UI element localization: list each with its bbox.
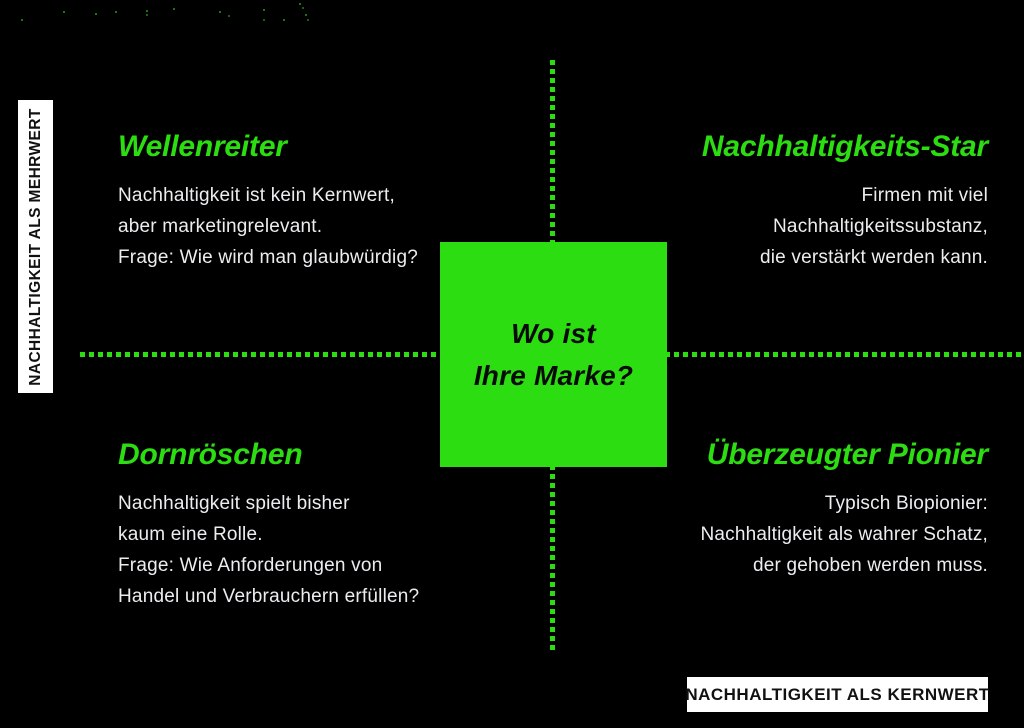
description-line: aber marketingrelevant. [118, 216, 323, 237]
quadrant-title: Überzeugter Pionier [706, 438, 988, 471]
quadrant-description: Typisch Biopionier: Nachhaltigkeit als w… [700, 488, 988, 581]
description-line: der gehoben werden muss. [752, 555, 988, 576]
quadrant-dornroeschen: Dornröschen Nachhaltigkeit spielt bisher… [118, 438, 419, 612]
quadrant-description: Nachhaltigkeit spielt bisher kaum eine R… [118, 488, 419, 612]
quadrant-description: Firmen mit viel Nachhaltigkeitssubstanz,… [702, 180, 988, 273]
description-line: die verstärkt werden kann. [759, 247, 988, 268]
x-axis-label: NACHHALTIGKEIT ALS KERNWERT [685, 684, 990, 704]
description-line: Firmen mit viel [861, 185, 988, 206]
description-line: Nachhaltigkeitssubstanz, [773, 216, 988, 237]
quadrant-description: Nachhaltigkeit ist kein Kernwert, aber m… [118, 180, 418, 273]
description-line: Typisch Biopionier: [824, 493, 988, 514]
description-line: Nachhaltigkeit spielt bisher [118, 493, 350, 514]
center-question-line: Ihre Marke? [473, 359, 634, 391]
description-line: Nachhaltigkeit als wahrer Schatz, [700, 524, 988, 545]
quadrant-ueberzeugter-pionier: Überzeugter Pionier Typisch Biopionier: … [700, 438, 988, 581]
description-line: Frage: Wie wird man glaubwürdig? [118, 247, 418, 268]
quadrant-title: Dornröschen [118, 438, 303, 471]
description-line: Nachhaltigkeit ist kein Kernwert, [118, 185, 395, 206]
description-line: Frage: Wie Anforderungen von [118, 555, 383, 576]
center-question-box: Wo ist Ihre Marke? [440, 242, 667, 467]
x-axis-label-box: NACHHALTIGKEIT ALS KERNWERT [685, 677, 990, 712]
center-question-line: Wo ist [511, 317, 596, 349]
quadrant-title: Nachhaltigkeits-Star [701, 130, 988, 163]
quadrant-wellenreiter: Wellenreiter Nachhaltigkeit ist kein Ker… [118, 130, 418, 273]
top-noise-dots [0, 0, 2, 2]
y-axis-label-box: NACHHALTIGKEIT ALS MEHRWERT [18, 100, 53, 393]
quadrant-title: Wellenreiter [118, 130, 287, 163]
quadrant-nachhaltigkeits-star: Nachhaltigkeits-Star Firmen mit viel Nac… [702, 130, 988, 273]
y-axis-label: NACHHALTIGKEIT ALS MEHRWERT [26, 107, 44, 386]
description-line: kaum eine Rolle. [118, 524, 263, 545]
description-line: Handel und Verbrauchern erfüllen? [118, 586, 420, 607]
